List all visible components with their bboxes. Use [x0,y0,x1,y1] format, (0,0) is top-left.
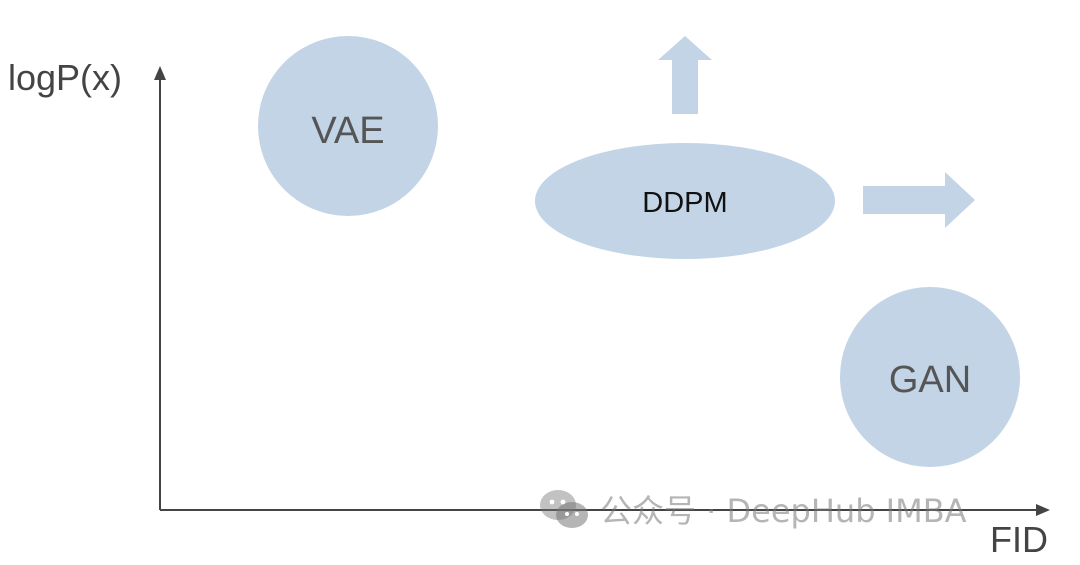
right-arrow-icon [863,172,975,228]
vae-node: VAE [258,36,438,216]
x-axis-arrowhead [1036,504,1050,516]
ddpm-label: DDPM [642,187,727,219]
y-axis-label: logP(x) [8,57,123,98]
vae-label: VAE [311,110,384,152]
ddpm-node: DDPM [535,143,835,259]
up-arrow-icon [658,36,712,114]
wechat-icon [540,490,588,528]
x-axis-label: FID [990,519,1048,560]
gan-label: GAN [889,359,971,401]
watermark: 公众号 · DeepHub IMBA [538,486,967,532]
y-axis-arrowhead [154,66,166,80]
gan-node: GAN [840,287,1020,467]
watermark-text: 公众号 · DeepHub IMBA [600,492,967,530]
